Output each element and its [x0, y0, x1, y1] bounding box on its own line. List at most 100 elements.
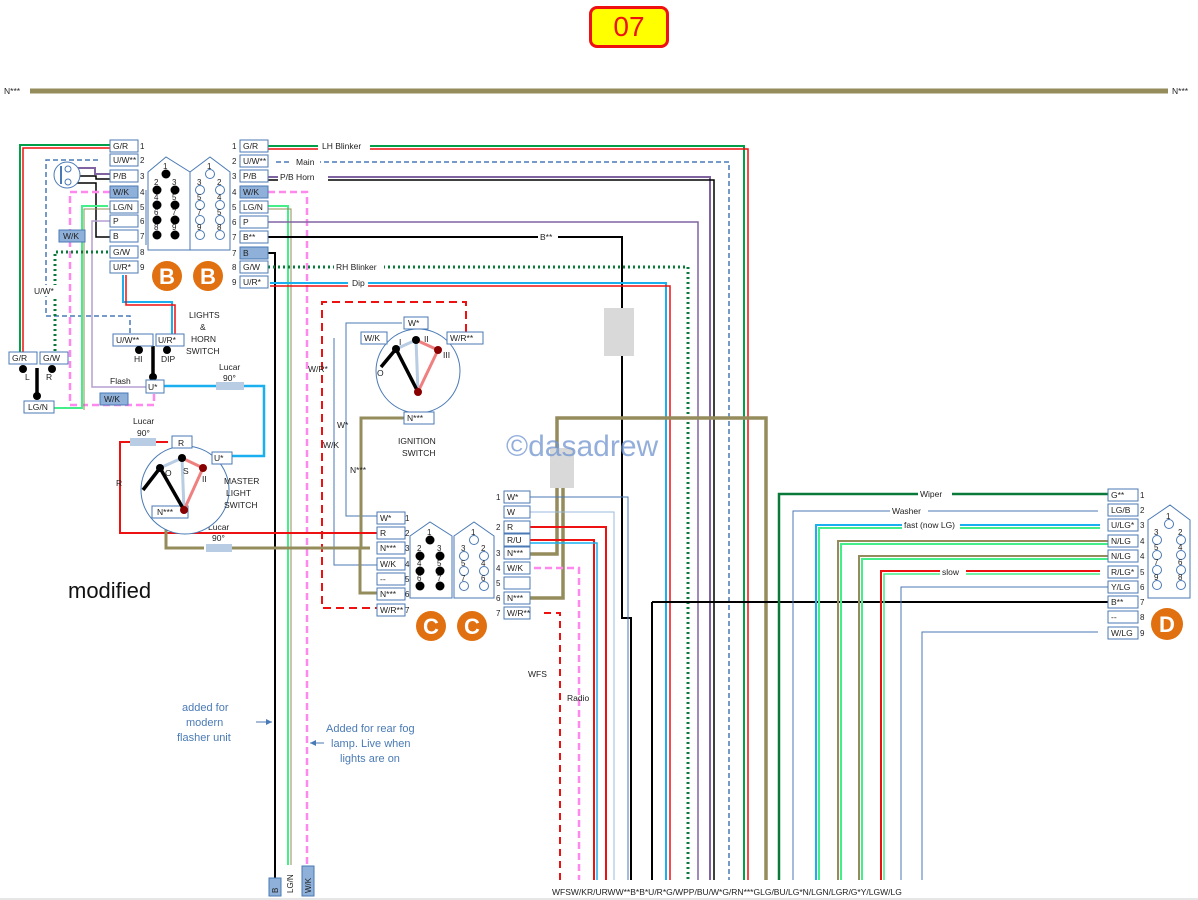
svg-text:Dip: Dip: [352, 278, 365, 288]
svg-text:5: 5: [197, 193, 202, 202]
svg-text:1: 1: [163, 162, 168, 171]
svg-text:4: 4: [217, 193, 222, 202]
svg-text:G/R: G/R: [113, 141, 128, 151]
svg-text:W/R*: W/R*: [308, 364, 329, 374]
master-light-switch: R U* N*** O S II MASTER LIGHT SWITCH: [140, 435, 259, 535]
svg-text:6: 6: [1178, 558, 1183, 567]
svg-text:8: 8: [1178, 573, 1183, 582]
pin-male: 9: [170, 223, 180, 240]
svg-text:4: 4: [232, 188, 237, 197]
wire-tag-wk: [58, 229, 86, 243]
pin-label: W/K4: [496, 561, 531, 575]
svg-text:O: O: [165, 468, 172, 478]
pin-male: 3: [435, 544, 445, 561]
pin-female: 1: [205, 162, 215, 179]
svg-text:3: 3: [232, 172, 237, 181]
svg-text:7: 7: [232, 233, 237, 242]
svg-text:LH Blinker: LH Blinker: [322, 141, 361, 151]
svg-text:P: P: [113, 216, 119, 226]
pin-label: B7: [232, 246, 269, 260]
svg-text:N***: N***: [380, 543, 397, 553]
svg-text:N/LG: N/LG: [1111, 551, 1131, 561]
svg-text:SWITCH: SWITCH: [402, 448, 436, 458]
svg-text:90°: 90°: [212, 533, 225, 543]
svg-text:2: 2: [1178, 528, 1183, 537]
svg-text:I: I: [399, 337, 401, 347]
svg-text:N***: N***: [380, 589, 397, 599]
svg-text:W/K: W/K: [243, 187, 259, 197]
page-number-badge: 07: [589, 6, 669, 48]
relay-block: [604, 308, 634, 356]
svg-text:9: 9: [140, 263, 145, 272]
svg-text:5: 5: [140, 203, 145, 212]
pin-label: W/K 4: [232, 185, 269, 199]
svg-text:3: 3: [405, 544, 410, 553]
svg-text:N***: N***: [350, 465, 367, 475]
pin-male: 6: [152, 208, 162, 225]
svg-text:4: 4: [405, 560, 410, 569]
svg-text:2: 2: [140, 156, 145, 165]
svg-text:--: --: [380, 574, 386, 584]
svg-text:B: B: [159, 264, 175, 289]
svg-text:5: 5: [437, 559, 442, 568]
svg-text:U/R*: U/R*: [113, 262, 132, 272]
svg-text:O: O: [377, 368, 384, 378]
pin-label: W: [503, 505, 531, 519]
pin-female: 3: [1152, 528, 1162, 545]
svg-text:P: P: [243, 217, 249, 227]
pin-label: R/U: [503, 533, 531, 547]
svg-text:1: 1: [1166, 512, 1171, 521]
lucar-connector: Lucar 90°: [206, 522, 232, 552]
svg-text:3: 3: [461, 544, 466, 553]
lucar-connector: Lucar 90°: [216, 362, 244, 390]
svg-text:6: 6: [481, 574, 486, 583]
svg-text:2: 2: [481, 544, 486, 553]
svg-text:RH Blinker: RH Blinker: [336, 262, 377, 272]
bottom-wire-legend: WFSW/KR/URWW**B*B*U/R*G/WPP/BU/W*G/RN***…: [552, 887, 902, 897]
svg-text:U*: U*: [148, 382, 158, 392]
svg-text:1: 1: [496, 493, 501, 502]
svg-text:W: W: [507, 507, 515, 517]
svg-text:S: S: [183, 466, 189, 476]
pin-male: 1: [425, 528, 435, 545]
svg-text:Main: Main: [296, 157, 315, 167]
pin-label: R/LG*5: [1107, 565, 1145, 579]
pin-female: 7: [459, 574, 469, 591]
pin-label: N***3: [496, 546, 531, 560]
svg-text:G/R: G/R: [243, 141, 258, 151]
svg-text:W/K: W/K: [304, 877, 313, 893]
pin-female: 1: [1164, 512, 1174, 529]
svg-text:R: R: [116, 478, 122, 488]
svg-text:P/B: P/B: [243, 171, 257, 181]
pin-female: 5: [195, 193, 205, 210]
svg-text:W/K: W/K: [104, 394, 120, 404]
svg-text:G/W: G/W: [43, 353, 60, 363]
svg-text:LG/N: LG/N: [286, 874, 295, 893]
svg-text:5: 5: [496, 579, 501, 588]
pin-label: --5: [376, 572, 410, 586]
svg-text:D: D: [1159, 612, 1175, 637]
svg-text:N/LG: N/LG: [1111, 536, 1131, 546]
svg-text:3: 3: [496, 549, 501, 558]
pin-female: 6: [479, 574, 489, 591]
caption-modified: modified: [68, 578, 151, 603]
wires-main-harness: [119, 145, 1120, 880]
svg-text:3: 3: [437, 544, 442, 553]
svg-text:MASTER: MASTER: [224, 476, 259, 486]
svg-text:modern: modern: [186, 717, 223, 729]
svg-text:2: 2: [496, 523, 501, 532]
svg-text:2: 2: [417, 544, 422, 553]
svg-text:W*: W*: [507, 492, 519, 502]
svg-text:&: &: [200, 322, 206, 332]
svg-text:U/W**: U/W**: [113, 155, 137, 165]
pin-male: 2: [415, 544, 425, 561]
svg-text:R/LG*: R/LG*: [1111, 567, 1135, 577]
pin-label: G**1: [1107, 488, 1145, 502]
svg-text:8: 8: [232, 263, 237, 272]
svg-text:added for: added for: [182, 702, 229, 714]
svg-text:5: 5: [217, 208, 222, 217]
